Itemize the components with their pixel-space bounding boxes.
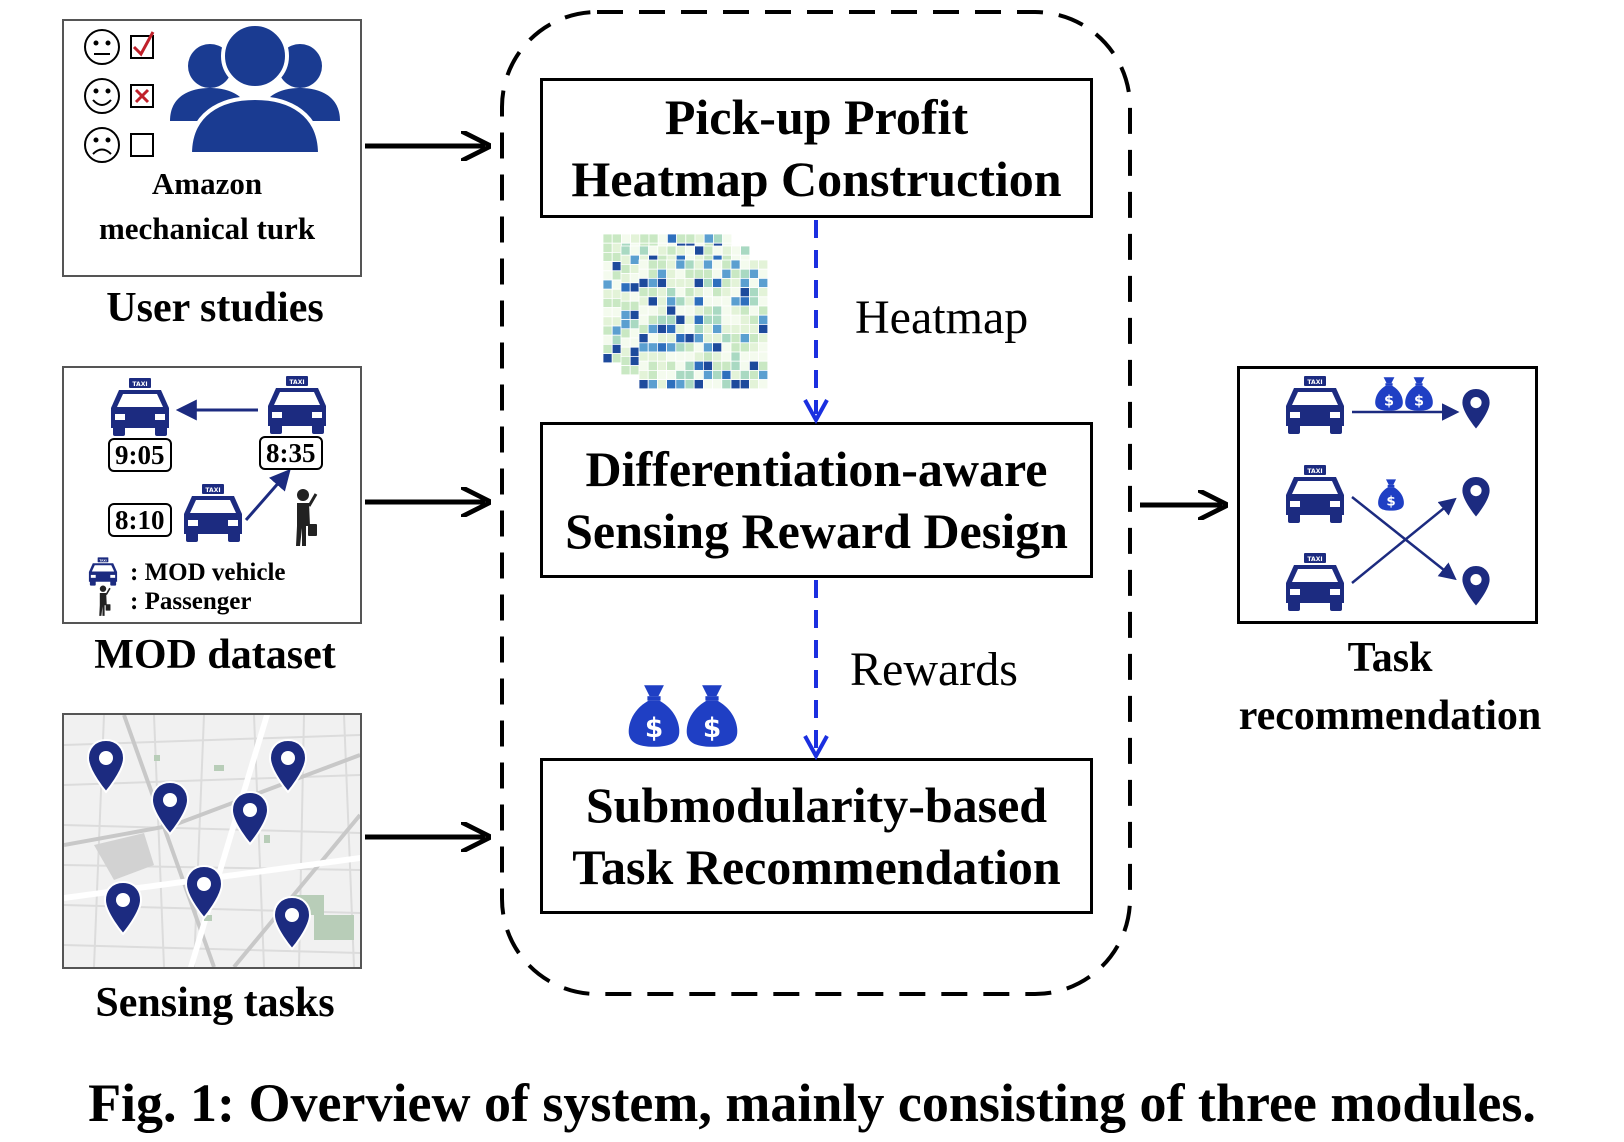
neutral-face-icon — [84, 29, 120, 65]
module-title-line1: Submodularity-based — [585, 777, 1048, 833]
figure-caption: Fig. 1: Overview of system, mainly consi… — [88, 1073, 1536, 1133]
task-recommendation-module: Submodularity-based Task Recommendation — [540, 758, 1093, 914]
heatmap-edge-label: Heatmap — [855, 291, 1029, 344]
rewards-edge-label: Rewards — [850, 643, 1018, 696]
user-studies-caption: User studies — [106, 285, 324, 331]
heatmap-construction-module: Pick-up Profit Heatmap Construction — [540, 78, 1093, 218]
checkbox-cross-icon — [130, 84, 154, 108]
checkbox-empty-icon — [130, 133, 154, 157]
happy-face-icon — [84, 78, 120, 114]
survey-icons — [84, 29, 155, 163]
time-tag: 8:35 — [259, 436, 323, 470]
heatmap-stack-icon — [602, 233, 769, 390]
module-title-line2: Heatmap Construction — [571, 151, 1062, 207]
module-title-line2: Sensing Reward Design — [565, 503, 1068, 559]
mturk-label-line1: Amazon — [151, 166, 263, 201]
legend-passenger-label: : Passenger — [130, 588, 252, 615]
output-caption-line2: recommendation — [1238, 693, 1542, 739]
mod-dataset-caption: MOD dataset — [94, 632, 336, 678]
time-tag: 8:10 — [108, 503, 172, 537]
legend-vehicle-label: : MOD vehicle — [130, 559, 286, 586]
module-title-line1: Pick-up Profit — [664, 89, 969, 145]
output-caption-line1: Task — [1347, 635, 1433, 681]
sensing-tasks-caption: Sensing tasks — [95, 980, 335, 1026]
time-tag: 9:05 — [108, 438, 172, 472]
sad-face-icon — [84, 127, 120, 163]
crowd-users-icon — [170, 22, 340, 156]
reward-design-module: Differentiation-aware Sensing Reward Des… — [540, 422, 1093, 578]
module-title-line1: Differentiation-aware — [585, 441, 1048, 497]
heatmap-cell — [758, 379, 769, 390]
mturk-label-line2: mechanical turk — [98, 211, 316, 246]
checkbox-checked-icon — [130, 31, 155, 59]
module-title-line2: Task Recommendation — [572, 839, 1061, 895]
